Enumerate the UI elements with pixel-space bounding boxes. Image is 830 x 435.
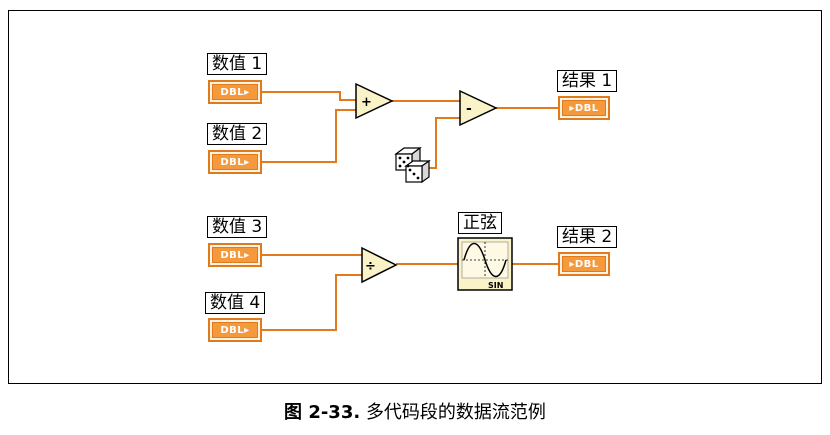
sine-node[interactable]: SIN bbox=[457, 237, 513, 291]
terminal-type-num4: DBL bbox=[220, 324, 245, 336]
label-res2: 结果 2 bbox=[557, 226, 618, 248]
label-res1: 结果 1 bbox=[557, 70, 618, 92]
indicator-res1[interactable]: ▸DBL bbox=[558, 96, 610, 120]
dice-icon[interactable] bbox=[394, 146, 431, 184]
arrow-right-icon: ▸ bbox=[244, 86, 250, 98]
terminal-num2[interactable]: DBL▸ bbox=[208, 150, 262, 174]
terminal-num3[interactable]: DBL▸ bbox=[208, 243, 262, 267]
subtract-symbol: - bbox=[466, 101, 472, 117]
label-sine: 正弦 bbox=[458, 212, 502, 234]
wire-num4-div bbox=[262, 274, 362, 331]
wire-dice-sub bbox=[428, 117, 462, 169]
figure-caption: 图 2-33. 多代码段的数据流范例 bbox=[0, 398, 830, 424]
divide-node[interactable]: ÷ bbox=[361, 246, 398, 284]
subtract-node[interactable]: - bbox=[459, 89, 498, 127]
indicator-type-res1: DBL bbox=[574, 102, 599, 114]
label-num4: 数值 4 bbox=[205, 292, 266, 314]
terminal-num1[interactable]: DBL▸ bbox=[208, 80, 262, 104]
label-num2: 数值 2 bbox=[207, 123, 268, 145]
sine-wave-icon bbox=[463, 242, 507, 278]
wire-num1-add bbox=[262, 91, 356, 101]
diagram-frame bbox=[8, 10, 822, 384]
caption-prefix: 图 2-33. bbox=[284, 402, 361, 423]
terminal-type-num1: DBL bbox=[220, 86, 245, 98]
indicator-type-res2: DBL bbox=[574, 258, 599, 270]
arrow-right-icon: ▸ bbox=[244, 249, 250, 261]
add-symbol: + bbox=[361, 95, 372, 110]
add-node[interactable]: + bbox=[355, 82, 394, 120]
label-num1: 数值 1 bbox=[207, 53, 268, 75]
terminal-num4[interactable]: DBL▸ bbox=[208, 318, 262, 342]
divide-symbol: ÷ bbox=[365, 259, 376, 274]
terminal-type-num3: DBL bbox=[220, 249, 245, 261]
wires bbox=[262, 91, 560, 331]
arrow-right-icon: ▸ bbox=[569, 102, 575, 114]
wire-num2-add bbox=[262, 109, 356, 163]
arrow-right-icon: ▸ bbox=[244, 156, 250, 168]
arrow-right-icon: ▸ bbox=[244, 324, 250, 336]
indicator-res2[interactable]: ▸DBL bbox=[558, 252, 610, 276]
sine-tag: SIN bbox=[488, 281, 503, 290]
label-num3: 数值 3 bbox=[207, 216, 268, 238]
terminal-type-num2: DBL bbox=[220, 156, 245, 168]
caption-text: 多代码段的数据流范例 bbox=[365, 402, 546, 423]
arrow-right-icon: ▸ bbox=[569, 258, 575, 270]
